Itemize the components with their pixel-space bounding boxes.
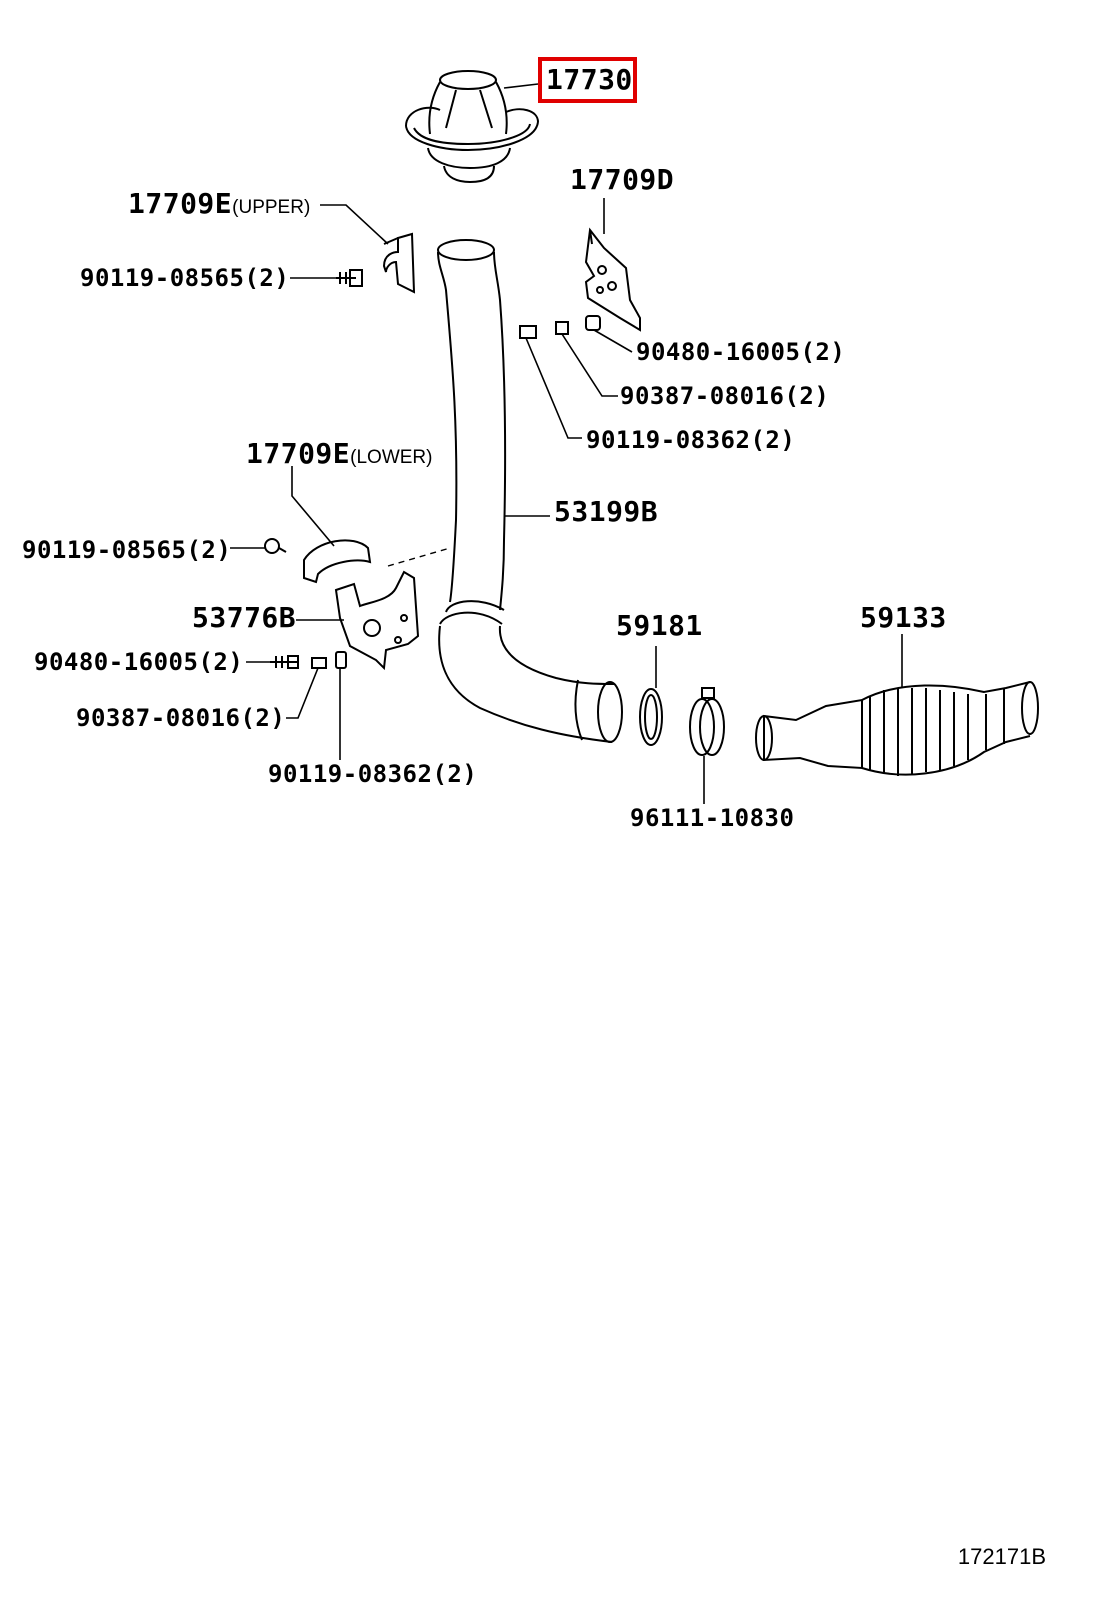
- part-number: 90387-08016(2): [76, 704, 286, 732]
- highlight-box: [538, 57, 637, 103]
- label-90119-08565-lower[interactable]: 90119-08565(2): [22, 538, 231, 562]
- clamp-17709e-lower: [264, 538, 372, 584]
- diagram-code: 172171B: [957, 1544, 1046, 1569]
- label-90387-08016-left[interactable]: 90387-08016(2): [76, 706, 285, 730]
- part-number: 17709D: [570, 163, 675, 196]
- leader-lines: [230, 83, 903, 804]
- part-number: 53776B: [192, 601, 297, 634]
- label-90480-16005-left[interactable]: 90480-16005(2): [34, 650, 243, 674]
- part-number: 17709E: [128, 187, 233, 220]
- label-17709e-upper[interactable]: 17709E(UPPER): [128, 190, 310, 218]
- label-53776b[interactable]: 53776B: [192, 604, 296, 632]
- part-number: 90119-08565(2): [22, 536, 232, 564]
- label-59181[interactable]: 59181: [616, 612, 703, 640]
- label-59133[interactable]: 59133: [860, 604, 947, 632]
- label-53199b[interactable]: 53199B: [554, 498, 658, 526]
- cap-grommet-17730: [405, 70, 539, 184]
- clamp-17709e-upper: [382, 232, 416, 294]
- part-number: 90119-08362(2): [586, 426, 796, 454]
- fasteners-left: [270, 651, 347, 669]
- part-number: 90480-16005(2): [636, 338, 846, 366]
- ring-59181: [639, 688, 663, 746]
- part-qualifier: (UPPER): [232, 197, 311, 218]
- part-number: 53199B: [554, 495, 659, 528]
- part-number: 90387-08016(2): [620, 382, 830, 410]
- part-qualifier: (LOWER): [350, 447, 433, 468]
- label-96111-10830[interactable]: 96111-10830: [630, 806, 794, 830]
- part-number: 59181: [616, 609, 703, 642]
- label-17709d[interactable]: 17709D: [570, 166, 674, 194]
- part-number: 90119-08362(2): [268, 760, 478, 788]
- part-number: 96111-10830: [630, 804, 795, 832]
- bracket-17709d: [584, 227, 641, 332]
- bracket-53776b: [334, 570, 420, 671]
- part-number: 17709E: [246, 437, 351, 470]
- bolt-upper-left: [336, 269, 363, 287]
- fasteners-right: [519, 315, 601, 339]
- label-90119-08565-upper[interactable]: 90119-08565(2): [80, 266, 289, 290]
- bellows-hose-59133: [755, 681, 1039, 776]
- hose-clamp-96111-10830: [689, 687, 725, 756]
- filler-pipe-53199b: [437, 239, 623, 743]
- label-90119-08362-right[interactable]: 90119-08362(2): [586, 428, 795, 452]
- label-90387-08016-right[interactable]: 90387-08016(2): [620, 384, 829, 408]
- label-90480-16005-right[interactable]: 90480-16005(2): [636, 340, 845, 364]
- part-number: 90119-08565(2): [80, 264, 290, 292]
- label-17730[interactable]: 17730: [546, 66, 633, 94]
- label-17709e-lower[interactable]: 17709E(LOWER): [246, 440, 432, 468]
- part-number: 17730: [546, 63, 633, 96]
- part-number: 90480-16005(2): [34, 648, 244, 676]
- part-number: 59133: [860, 601, 947, 634]
- label-90119-08362-left[interactable]: 90119-08362(2): [268, 762, 477, 786]
